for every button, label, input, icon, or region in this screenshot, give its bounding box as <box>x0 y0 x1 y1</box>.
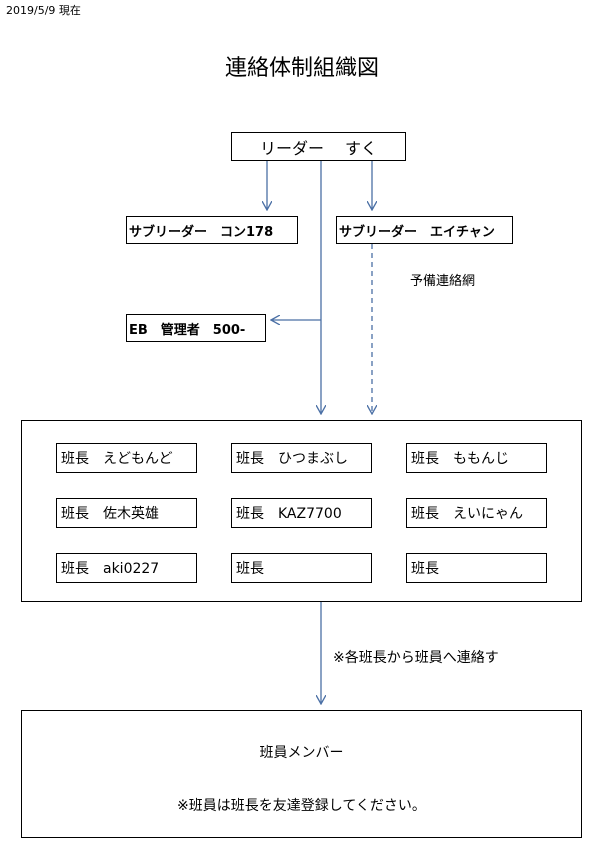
team-leader-box: 班長 <box>406 553 547 583</box>
reserve-network-label: 予備連絡網 <box>410 274 476 289</box>
team-leader-box: 班長 えいにゃん <box>406 498 547 528</box>
members-title: 班員メンバー <box>259 745 344 761</box>
members-note: ※班員は班長を友達登録してください。 <box>177 798 426 814</box>
leader-box: リーダー すく <box>231 132 406 161</box>
team-leader-box: 班長 えどもんど <box>56 443 197 473</box>
team-leader-box: 班長 <box>231 553 372 583</box>
team-leader-box: 班長 ももんじ <box>406 443 547 473</box>
team-leaders-group <box>21 420 582 602</box>
date-label: 2019/5/9 現在 <box>6 4 81 17</box>
sub-leader-box-1: サブリーダー コン178 <box>126 216 298 244</box>
team-leader-box: 班長 aki0227 <box>56 553 197 583</box>
flow-note: ※各班長から班員へ連絡す <box>333 650 499 666</box>
team-leader-box: 班長 佐木英雄 <box>56 498 197 528</box>
sub-leader-box-2: サブリーダー エイチャン <box>336 216 513 244</box>
eb-manager-box: EB 管理者 500- <box>126 314 266 342</box>
members-group <box>21 710 582 838</box>
team-leader-box: 班長 KAZ7700 <box>231 498 372 528</box>
team-leader-box: 班長 ひつまぶし <box>231 443 372 473</box>
diagram-title: 連絡体制組織図 <box>224 56 379 81</box>
